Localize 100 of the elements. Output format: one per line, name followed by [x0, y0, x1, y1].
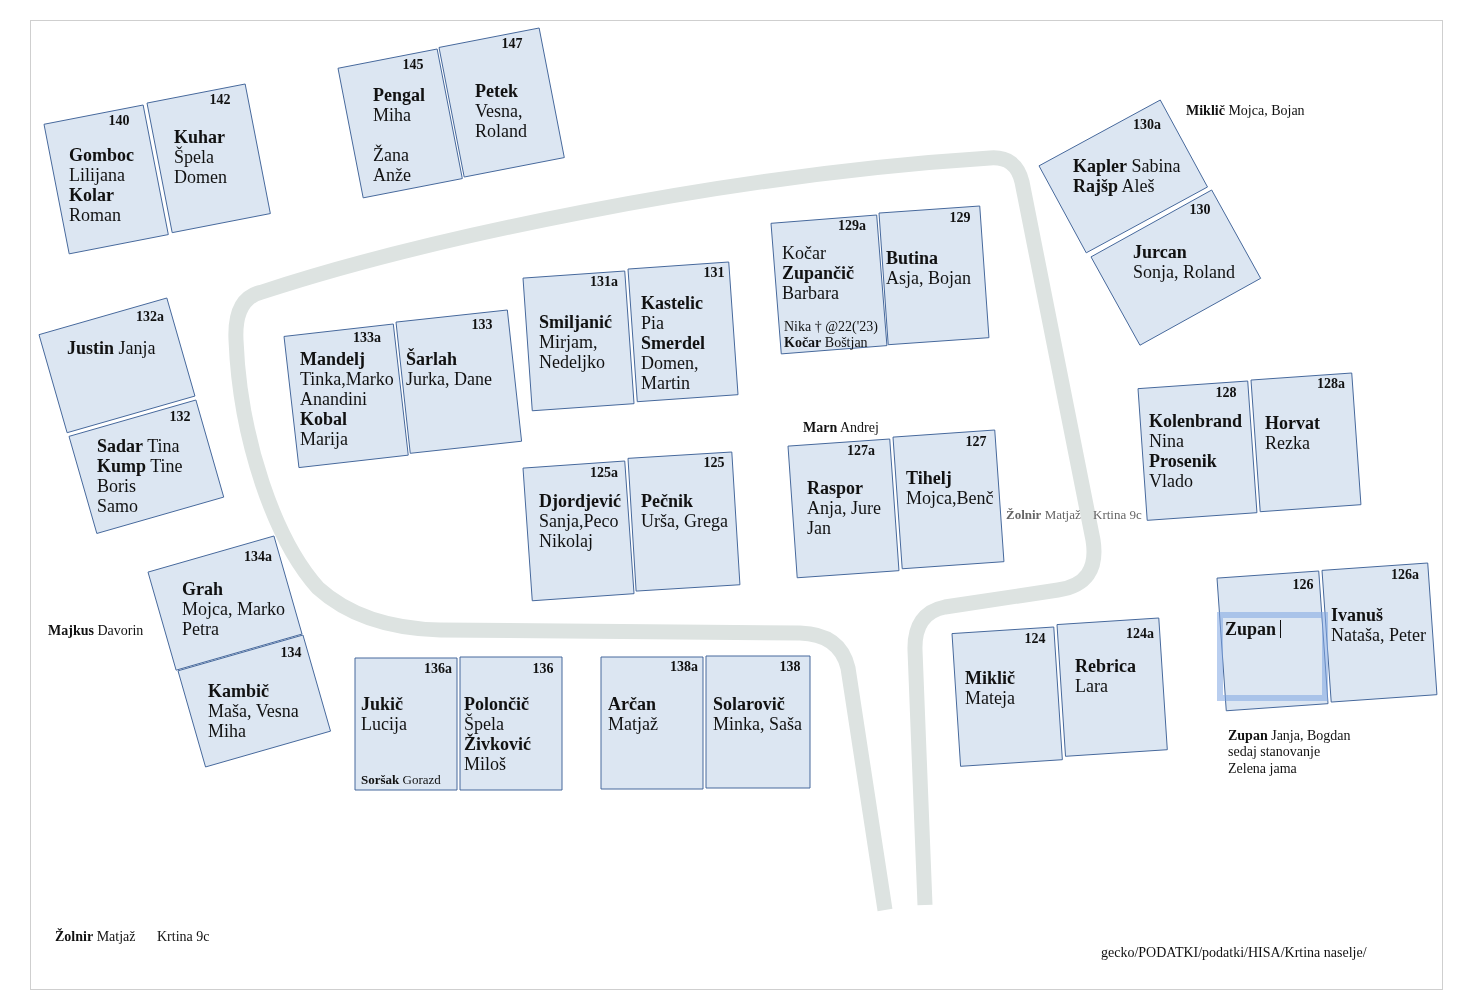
resident-names: Arčan Matjaž	[608, 694, 658, 734]
resident-names: Kambič Maša, Vesna Miha	[208, 681, 300, 741]
resident-note: Nika † @22('23)	[784, 319, 878, 335]
resident-note: Kočar Boštjan	[784, 335, 868, 351]
house-number: 134a	[244, 550, 272, 564]
resident-names: Kočar Zupančič Barbara	[782, 243, 855, 303]
resident-names: Polončič Špela	[464, 694, 529, 734]
house-box	[706, 656, 810, 788]
house-box	[1322, 562, 1437, 702]
house-number: 147	[501, 37, 523, 51]
resident-names: Kastelic Pia	[641, 293, 703, 333]
house-number: 130	[1189, 203, 1211, 217]
file-path: gecko/PODATKI/podatki/HISA/Krtina naselje/	[1101, 944, 1367, 962]
house-box	[788, 438, 899, 578]
resident-names: Tihelj Mojca,Benč	[906, 468, 994, 508]
resident-names: Kump Tine	[97, 456, 183, 476]
name-label: Majkus Davorin	[48, 622, 144, 640]
house-number: 129	[949, 211, 971, 225]
house-number: 140	[108, 114, 130, 128]
resident-names: Šarlah Jurka, Dane	[406, 349, 492, 389]
resident-names: Živković Miloš	[464, 734, 531, 774]
house-number: 133a	[353, 331, 381, 345]
house-box	[879, 205, 989, 345]
house-box	[952, 627, 1063, 767]
resident-names: Kapler Sabina	[1073, 156, 1181, 176]
resident-names: Raspor Anja, Jure Jan	[807, 478, 882, 538]
resident-names: Solarovič Minka, Saša	[713, 694, 802, 734]
house-box	[771, 214, 887, 354]
house-box	[1217, 570, 1328, 711]
resident-names: Ivanuš Nataša, Peter	[1331, 605, 1426, 645]
resident-names: Mandelj Tinka,Marko Anandini	[300, 349, 395, 409]
house-number: 129a	[838, 219, 866, 233]
house-number: 136	[532, 662, 554, 676]
house-number: 131a	[590, 275, 618, 289]
resident-names: Jurcan Sonja, Roland	[1133, 242, 1235, 282]
house-box	[396, 309, 522, 454]
resident-names: Djordjević Sanja,Peco Nikolaj	[539, 491, 622, 551]
resident-names: Jukič Lucija	[361, 694, 407, 734]
house-box	[44, 104, 169, 254]
house-number: 127a	[847, 444, 875, 458]
resident-names: Pečnik Urša, Grega	[641, 491, 728, 531]
resident-names: Kobal Marija	[300, 409, 348, 449]
resident-names: Zupan	[1225, 619, 1277, 639]
name-label: Žolnir Matjaž	[55, 928, 136, 946]
house-number: 132a	[136, 310, 164, 324]
house-number: 128a	[1317, 377, 1345, 391]
house-box	[39, 298, 195, 434]
name-label: Marn Andrej	[803, 419, 879, 437]
address-label: Krtina 9c	[1093, 506, 1142, 524]
resident-note: Soršak Gorazd	[361, 772, 441, 788]
resident-names: Pengal Miha	[373, 85, 425, 125]
house-box	[523, 270, 634, 411]
resident-names: Miklič Mateja	[965, 668, 1015, 708]
house-number: 138	[779, 660, 801, 674]
house-number: 131	[703, 266, 725, 280]
house-number: 128	[1215, 386, 1237, 400]
resident-names: Kuhar Špela Domen	[174, 127, 228, 187]
resident-names: Justin Janja	[67, 338, 156, 358]
resident-names: Prosenik Vlado	[1149, 451, 1217, 491]
house-box	[355, 658, 457, 790]
address-label: Krtina 9c	[157, 928, 210, 946]
resident-names: Kolar Roman	[69, 185, 121, 225]
house-box	[601, 657, 703, 789]
house-number: 124a	[1126, 627, 1154, 641]
house-box	[1251, 372, 1361, 512]
resident-names: Smerdel Domen, Martin	[641, 333, 706, 393]
resident-names: Grah Mojca, Marko Petra	[182, 579, 286, 639]
house-box	[439, 27, 565, 177]
house-number: 145	[402, 58, 424, 72]
name-label: Miklič Mojca, Bojan	[1186, 102, 1305, 120]
house-number: 136a	[424, 662, 452, 676]
resident-names: Smiljanić Mirjam, Nedeljko	[539, 312, 613, 372]
house-number: 126	[1292, 578, 1314, 592]
house-number: 138a	[670, 660, 698, 674]
resident-names: Butina Asja, Bojan	[886, 248, 971, 288]
resident-names: Rebrica Lara	[1075, 656, 1136, 696]
resident-names: Boris	[97, 476, 136, 496]
house-number: 134	[280, 646, 302, 660]
resident-names: Samo	[97, 496, 138, 516]
house-number: 130a	[1133, 118, 1161, 132]
house-number: 142	[209, 93, 231, 107]
resident-names: Kolenbrand Nina	[1149, 411, 1243, 451]
note-text: Zupan Janja, Bogdan sedaj stanovanje Zelena jama	[1228, 727, 1352, 778]
house-number: 133	[471, 318, 493, 332]
house-box	[69, 399, 224, 534]
house-box	[628, 451, 740, 591]
resident-names: Rajšp Aleš	[1073, 176, 1155, 196]
resident-names: Žana Anže	[373, 145, 412, 185]
house-box	[178, 635, 331, 768]
resident-names: Sadar Tina	[97, 436, 180, 456]
house-number: 127	[965, 435, 987, 449]
house-box	[893, 429, 1004, 569]
house-box	[523, 460, 634, 601]
house-box	[147, 83, 271, 233]
resident-names: Horvat Rezka	[1265, 413, 1320, 453]
resident-names: Gomboc Lilijana	[69, 145, 134, 185]
house-number: 125a	[590, 466, 618, 480]
house-box	[338, 48, 463, 198]
house-box	[1057, 618, 1168, 757]
house-box	[460, 657, 562, 790]
